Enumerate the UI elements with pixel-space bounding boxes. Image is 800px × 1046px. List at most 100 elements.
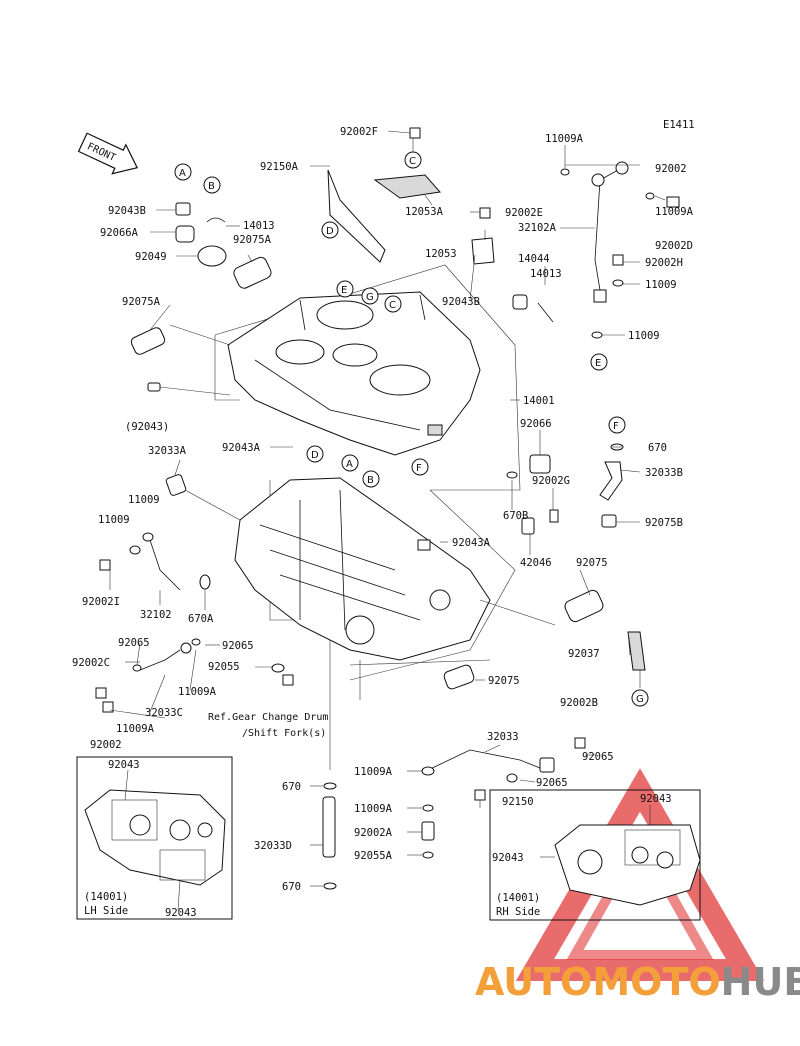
label-11009A-b: 11009A [178, 686, 217, 698]
label-92043-paren: (92043) [125, 421, 169, 433]
label-670A: 670A [188, 613, 214, 625]
label-92002-b: 92002 [90, 739, 122, 751]
upper-crankcase [227, 291, 481, 456]
label-92043A-1: 92043A [222, 442, 261, 454]
label-670-c1: 670 [282, 781, 301, 793]
front-arrow: FRONT [77, 132, 139, 175]
callout-F2: F [608, 416, 626, 434]
label-92150: 92150 [502, 796, 534, 808]
small-parts-right [417, 443, 646, 690]
label-92002C: 92002C [72, 657, 110, 669]
svg-text:AUTOMOTOHUB: AUTOMOTOHUB [475, 960, 800, 1004]
svg-text:C: C [389, 300, 396, 311]
ref-note-line2: /Shift Fork(s) [242, 728, 326, 739]
label-670B: 670B [503, 510, 528, 522]
label-rh-side: RH Side [496, 906, 540, 918]
label-14001-lh: (14001) [84, 891, 128, 903]
svg-text:B: B [208, 181, 215, 192]
label-92002A: 92002A [354, 827, 393, 839]
label-92055: 92055 [208, 661, 240, 673]
label-32033: 32033 [487, 731, 519, 743]
label-92002G: 92002G [532, 475, 570, 487]
small-parts-left [130, 202, 272, 496]
callout-E1: E [336, 280, 354, 298]
label-12053: 12053 [425, 248, 457, 260]
label-92002D: 92002D [655, 240, 693, 252]
callout-D1: D [321, 221, 339, 239]
label-92075-b: 92075 [488, 675, 520, 687]
label-92055A: 92055A [354, 850, 393, 862]
reference-note: Ref.Gear Change Drum /Shift Fork(s) [208, 712, 328, 739]
label-92075A-l: 92075A [122, 296, 161, 308]
leader-lines [109, 130, 666, 911]
svg-text:D: D [326, 226, 334, 237]
callout-G1: G [361, 287, 379, 305]
label-92075B: 92075B [645, 517, 683, 529]
label-11009-l1: 11009 [128, 494, 160, 506]
callout-C2: C [384, 295, 402, 313]
label-92037: 92037 [568, 648, 600, 660]
label-92043-lh1: 92043 [108, 759, 140, 771]
svg-text:A: A [179, 168, 186, 179]
ref-note-line1: Ref.Gear Change Drum [208, 712, 328, 723]
oil-pipe-32102A [560, 161, 680, 339]
label-92066A: 92066A [100, 227, 139, 239]
part-labels: 92002F 92150A 12053A 92002E 12053 11009A… [72, 126, 694, 919]
callout-B1: B [203, 176, 221, 194]
label-14001: 14001 [523, 395, 555, 407]
label-92043-rh2: 92043 [492, 852, 524, 864]
label-92002B: 92002B [560, 697, 598, 709]
label-32033B: 32033B [645, 467, 683, 479]
label-14013-r: 14013 [530, 268, 562, 280]
label-92065-3: 92065 [582, 751, 614, 763]
label-32102: 32102 [140, 609, 172, 621]
svg-text:E: E [341, 285, 347, 296]
rh-side-inset [489, 789, 701, 921]
label-670-c2: 670 [282, 881, 301, 893]
label-92065-4: 92065 [536, 777, 568, 789]
label-14001-rh: (14001) [496, 892, 540, 904]
label-14013-l: 14013 [243, 220, 275, 232]
label-670-r: 670 [648, 442, 667, 454]
small-parts-left-bottom [95, 532, 294, 713]
label-92002E: 92002E [505, 207, 543, 219]
callout-D2: D [306, 445, 324, 463]
svg-text:G: G [636, 694, 644, 705]
label-92065-2: 92065 [222, 640, 254, 652]
callout-B2: B [362, 470, 380, 488]
svg-text:F: F [613, 421, 619, 432]
label-11009A-top: 11009A [545, 133, 584, 145]
label-92002F: 92002F [340, 126, 378, 138]
label-11009-r2: 11009 [628, 330, 660, 342]
diagram-code: E1411 [663, 119, 695, 131]
callout-A2: A [341, 454, 359, 472]
svg-text:B: B [367, 475, 374, 486]
lower-crankcase [234, 477, 491, 661]
label-92065-1: 92065 [118, 637, 150, 649]
svg-text:G: G [366, 292, 374, 303]
label-92043A-2: 92043A [452, 537, 491, 549]
label-11009-l2: 11009 [98, 514, 130, 526]
lh-side-inset [76, 756, 233, 920]
svg-text:C: C [409, 156, 416, 167]
svg-text:A: A [346, 459, 353, 470]
callout-A1: A [174, 163, 192, 181]
svg-text:D: D [311, 450, 319, 461]
callout-G2: G [631, 689, 649, 707]
label-92150A: 92150A [260, 161, 299, 173]
label-32033C: 32033C [145, 707, 183, 719]
label-92075A-m: 92075A [233, 234, 272, 246]
label-92043B-l: 92043B [108, 205, 146, 217]
label-lh-side: LH Side [84, 905, 128, 917]
callout-C1: C [404, 151, 422, 169]
label-92002H: 92002H [645, 257, 683, 269]
label-11009A-c: 11009A [354, 766, 393, 778]
svg-text:F: F [416, 463, 422, 474]
watermark-brand-2: HUB [721, 960, 800, 1004]
label-12053A: 12053A [405, 206, 444, 218]
label-32033A: 32033A [148, 445, 187, 457]
label-92066: 92066 [520, 418, 552, 430]
label-92049: 92049 [135, 251, 167, 263]
label-92002I: 92002I [82, 596, 120, 608]
